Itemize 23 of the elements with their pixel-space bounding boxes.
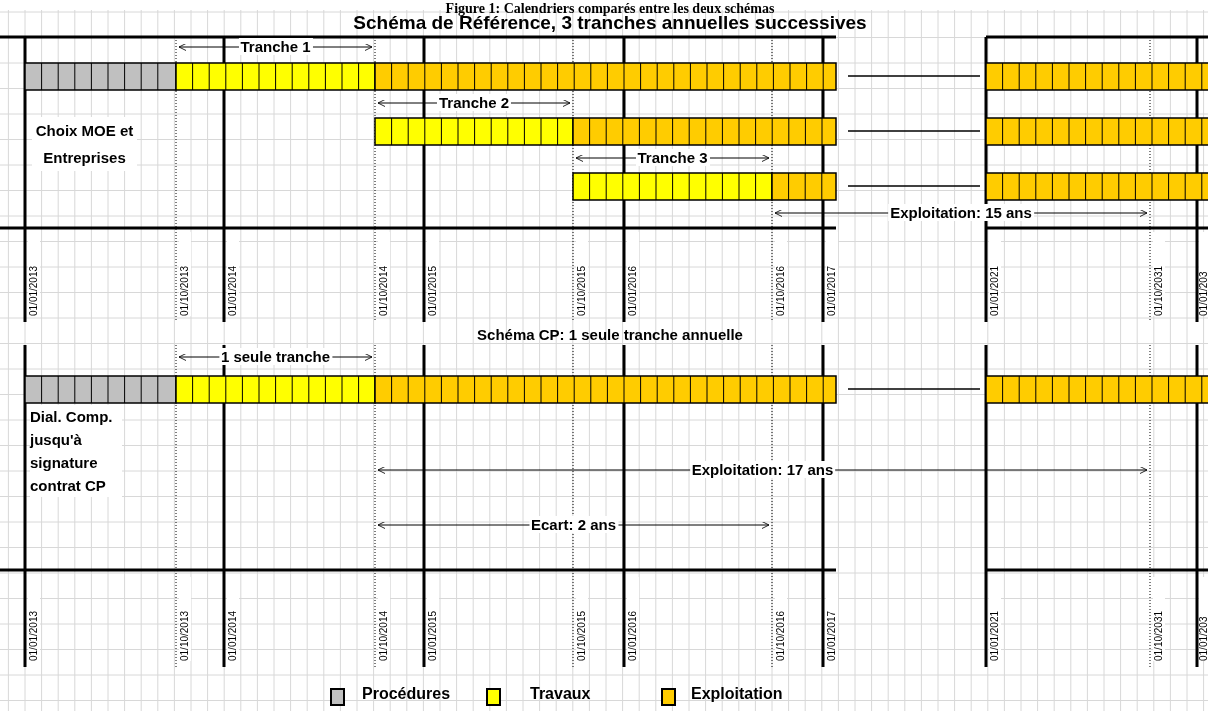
legend-label: Travaux: [530, 684, 591, 704]
date-label: 01/10/2013: [179, 577, 191, 661]
span-label: 1 seule tranche: [218, 348, 333, 365]
date-label: 01/10/2031: [1153, 577, 1165, 661]
date-label: 01/01/2017: [826, 577, 838, 661]
date-label: 01/10/2031: [1153, 232, 1165, 316]
date-label: 01/01/2017: [826, 232, 838, 316]
span-label: Tranche 1: [238, 38, 313, 55]
date-label: 01/01/2016: [627, 577, 639, 661]
span-label: Exploitation: 17 ans: [689, 461, 836, 478]
section-heading: Schéma CP: 1 seule tranche annuelle: [477, 325, 743, 345]
legend-label: Procédures: [362, 684, 451, 704]
row-label: Dial. Comp. jusqu'à signature contrat CP: [30, 405, 122, 497]
span-label: Tranche 2: [437, 94, 511, 111]
date-label: 01/10/2014: [378, 232, 390, 316]
row-label: Choix MOE et Entreprises: [32, 117, 137, 171]
date-label: 01/01/2016: [627, 232, 639, 316]
span-label: Ecart: 2 ans: [529, 516, 618, 533]
date-label: 01/10/2014: [378, 577, 390, 661]
span-label: Tranche 3: [635, 149, 710, 166]
span-label: Exploitation: 15 ans: [888, 204, 1034, 221]
legend-label: Exploitation: [691, 684, 783, 704]
date-label: 01/10/2013: [179, 232, 191, 316]
